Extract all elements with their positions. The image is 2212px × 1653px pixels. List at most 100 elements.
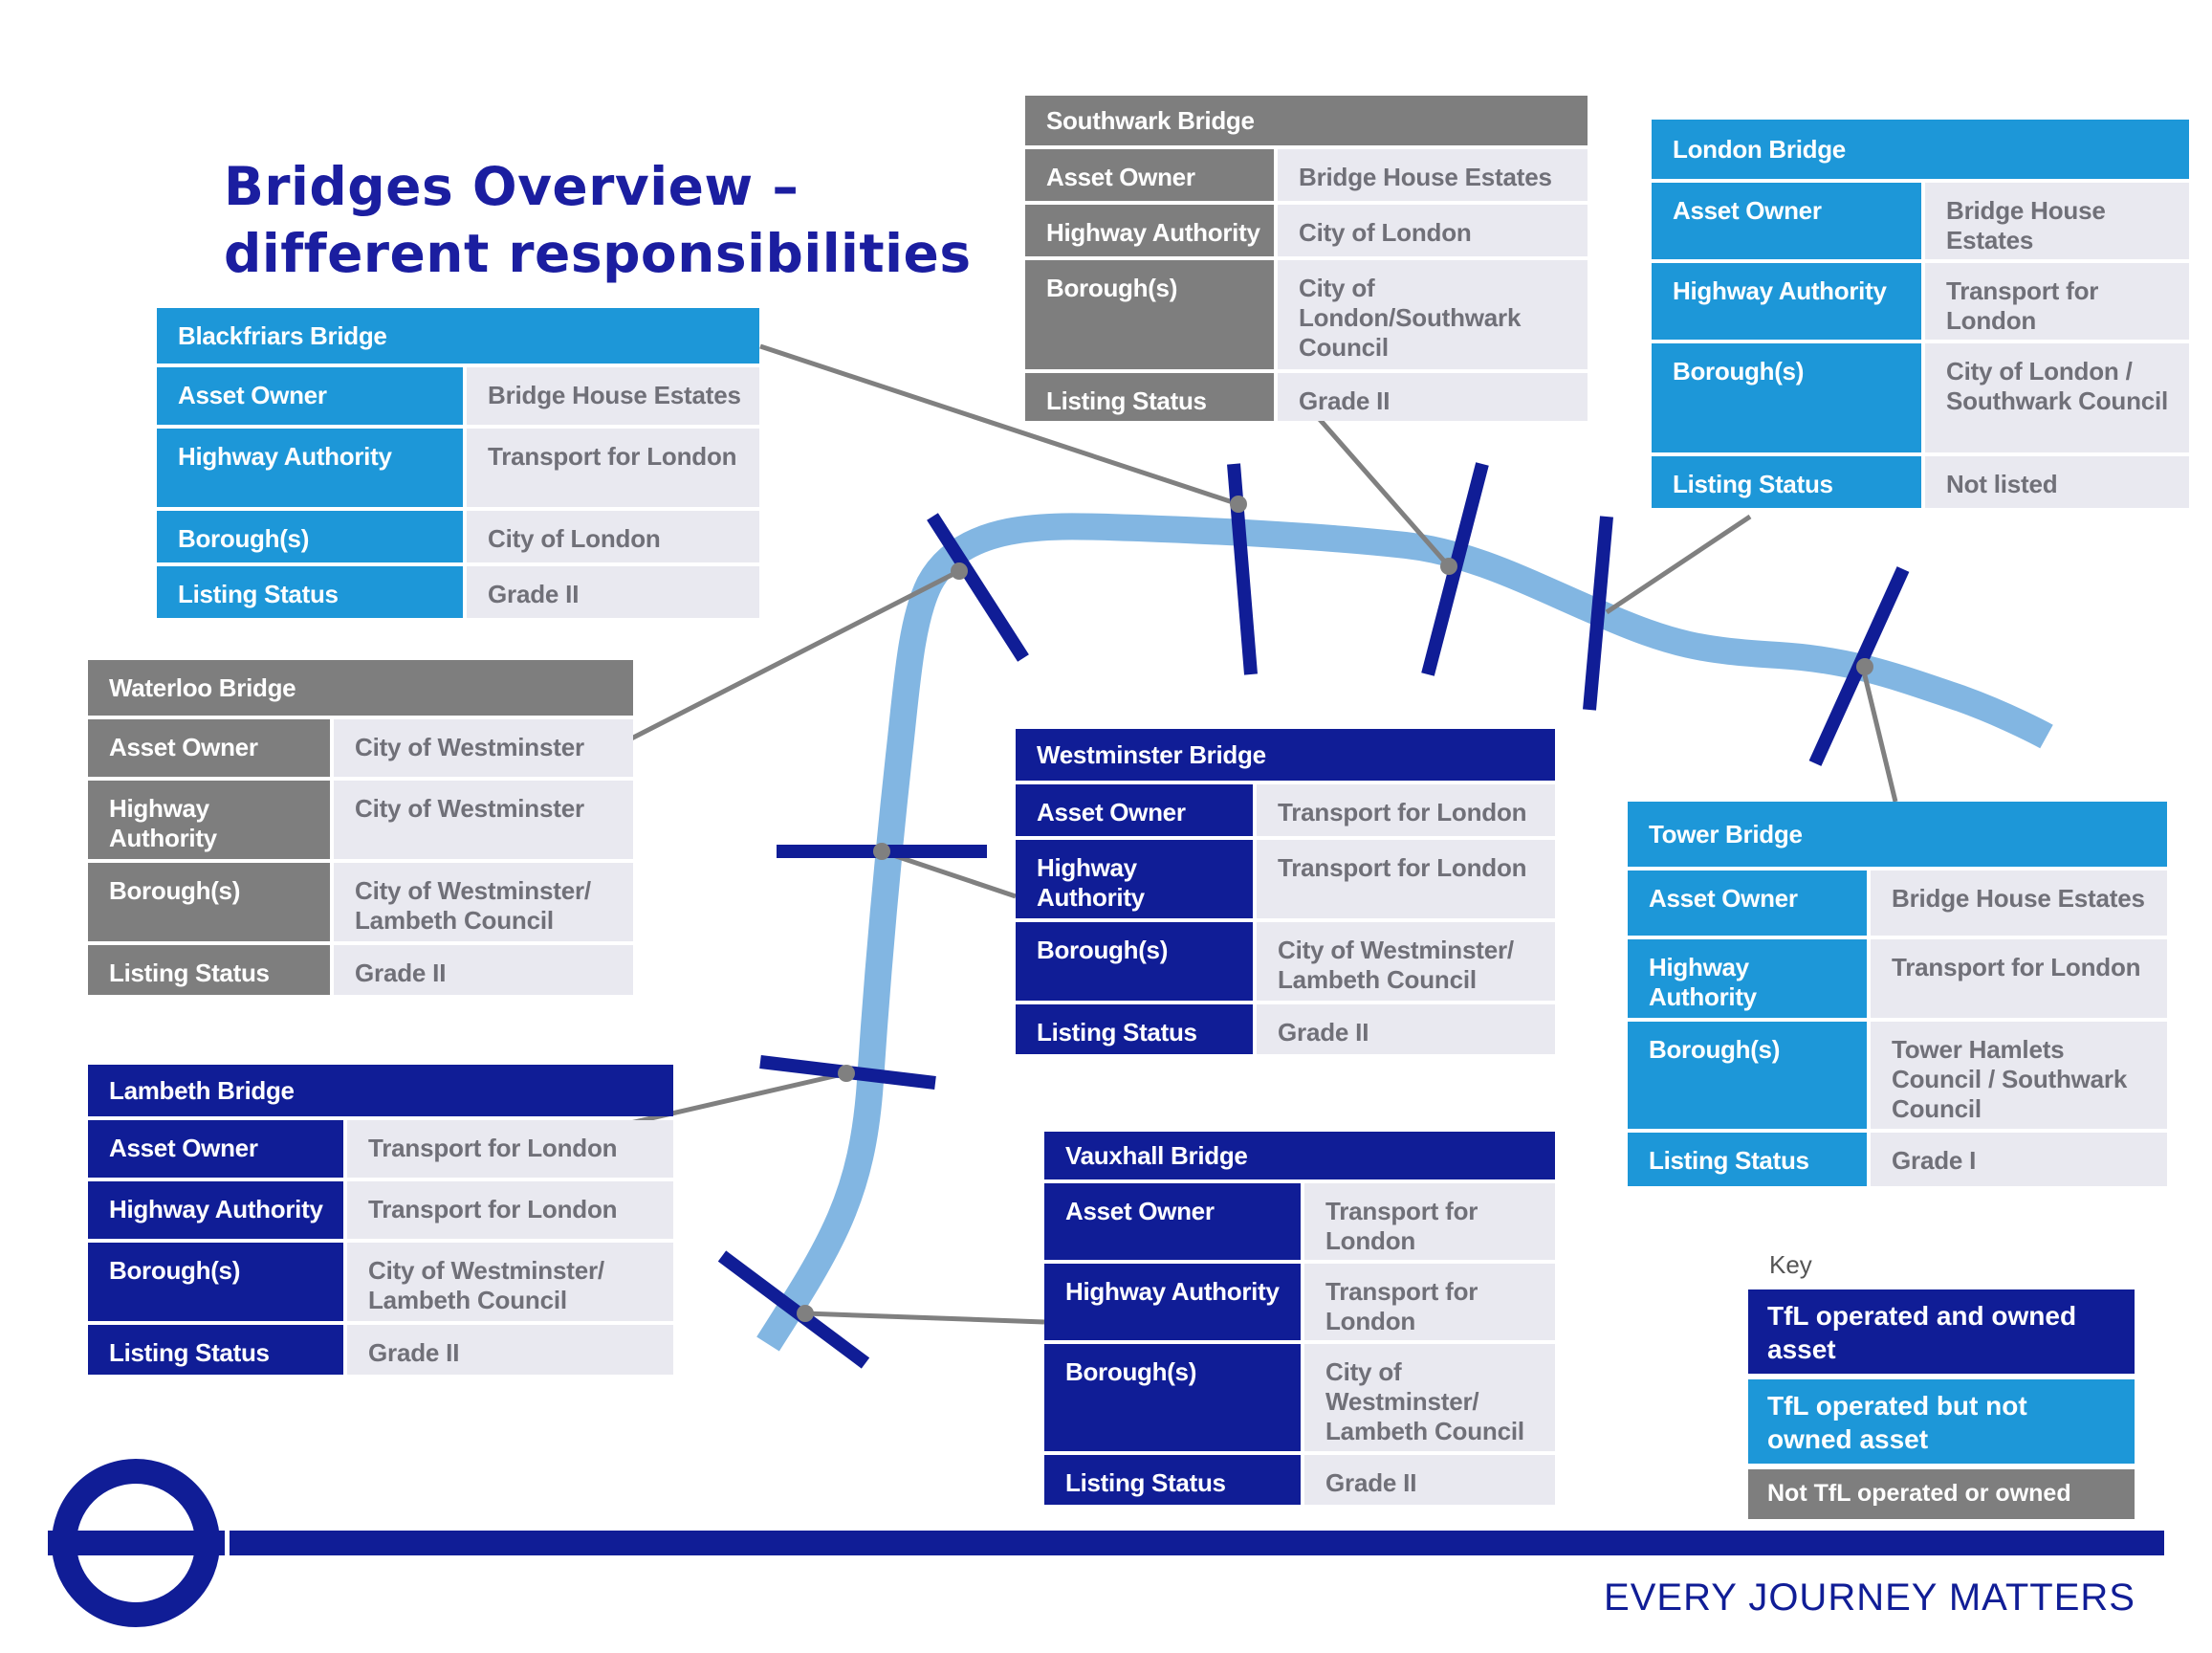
value-listing-status: Grade II xyxy=(1278,373,1588,421)
value-boroughs: City of London xyxy=(467,511,759,562)
value-boroughs: City of London/Southwark Council xyxy=(1278,260,1588,369)
junction-dot-waterloo xyxy=(951,562,968,580)
label-boroughs: Borough(s) xyxy=(88,1243,343,1321)
bridge-marker-blackfriars xyxy=(1227,463,1258,675)
junction-dot-southwark xyxy=(1440,558,1457,575)
value-listing-status: Grade I xyxy=(1871,1133,2167,1186)
value-highway-authority: Transport for London xyxy=(347,1181,673,1239)
label-listing-status: Listing Status xyxy=(1016,1004,1253,1054)
value-listing-status: Grade II xyxy=(467,566,759,618)
label-highway-authority: Highway Authority xyxy=(1652,263,1921,340)
connector-blackfriars xyxy=(759,343,1239,507)
label-listing-status: Listing Status xyxy=(1044,1455,1301,1505)
label-highway-authority: Highway Authority xyxy=(1628,939,1867,1018)
value-asset-owner: Bridge House Estates xyxy=(467,367,759,425)
value-listing-status: Grade II xyxy=(1304,1455,1555,1505)
label-asset-owner: Asset Owner xyxy=(88,719,330,777)
value-highway-authority: Transport for London xyxy=(1304,1264,1555,1340)
bridge-marker-waterloo xyxy=(927,513,1029,662)
title-line-2: different responsibilities xyxy=(224,223,972,284)
label-listing-status: Listing Status xyxy=(1628,1133,1867,1186)
junction-dot-blackfriars xyxy=(1230,496,1247,513)
key-tfl-owned: TfL operated and owned asset xyxy=(1748,1289,2135,1374)
card-title: Lambeth Bridge xyxy=(88,1065,673,1116)
label-boroughs: Borough(s) xyxy=(1652,343,1921,452)
junction-dot-vauxhall xyxy=(797,1305,814,1322)
label-listing-status: Listing Status xyxy=(157,566,463,618)
label-boroughs: Borough(s) xyxy=(157,511,463,562)
label-highway-authority: Highway Authority xyxy=(88,1181,343,1239)
value-listing-status: Grade II xyxy=(1257,1004,1555,1054)
label-listing-status: Listing Status xyxy=(88,1325,343,1375)
value-asset-owner: Bridge House Estates xyxy=(1925,183,2189,259)
card-title: Blackfriars Bridge xyxy=(157,308,759,364)
bridge-marker-vauxhall xyxy=(717,1250,870,1369)
label-highway-authority: Highway Authority xyxy=(1016,840,1253,918)
label-asset-owner: Asset Owner xyxy=(1025,149,1274,201)
card-blackfriars-bridge: Blackfriars Bridge Asset Owner Bridge Ho… xyxy=(157,308,759,618)
value-highway-authority: Transport for London xyxy=(1925,263,2189,340)
value-asset-owner: Transport for London xyxy=(1304,1183,1555,1260)
roundel-logo xyxy=(48,1459,225,1627)
card-vauxhall-bridge: Vauxhall Bridge Asset Owner Transport fo… xyxy=(1044,1132,1555,1505)
label-asset-owner: Asset Owner xyxy=(1044,1183,1301,1260)
label-highway-authority: Highway Authority xyxy=(1025,205,1274,256)
label-listing-status: Listing Status xyxy=(88,945,330,995)
label-asset-owner: Asset Owner xyxy=(1652,183,1921,259)
value-asset-owner: Transport for London xyxy=(1257,784,1555,836)
value-boroughs: City of Westminster/ Lambeth Council xyxy=(347,1243,673,1321)
card-title: Vauxhall Bridge xyxy=(1044,1132,1555,1179)
value-asset-owner: Bridge House Estates xyxy=(1278,149,1588,201)
value-listing-status: Not listed xyxy=(1925,456,2189,508)
card-title: Waterloo Bridge xyxy=(88,660,633,716)
connector-tower xyxy=(1860,667,1898,803)
key-tfl-not-owned: TfL operated but not owned asset xyxy=(1748,1379,2135,1464)
card-title: Southwark Bridge xyxy=(1025,96,1588,145)
label-listing-status: Listing Status xyxy=(1652,456,1921,508)
tagline: EVERY JOURNEY MATTERS xyxy=(1604,1576,2135,1619)
value-asset-owner: Transport for London xyxy=(347,1120,673,1178)
label-asset-owner: Asset Owner xyxy=(157,367,463,425)
card-title: Tower Bridge xyxy=(1628,802,2167,867)
card-title: London Bridge xyxy=(1652,120,2189,179)
page-title: Bridges Overview – different responsibil… xyxy=(224,153,972,287)
label-asset-owner: Asset Owner xyxy=(1628,871,1867,936)
card-title: Westminster Bridge xyxy=(1016,729,1555,781)
label-listing-status: Listing Status xyxy=(1025,373,1274,421)
label-boroughs: Borough(s) xyxy=(88,863,330,941)
label-highway-authority: Highway Authority xyxy=(88,781,330,859)
card-lambeth-bridge: Lambeth Bridge Asset Owner Transport for… xyxy=(88,1065,673,1375)
key-not-tfl: Not TfL operated or owned xyxy=(1748,1469,2135,1519)
footer-bar xyxy=(230,1531,2164,1555)
value-listing-status: Grade II xyxy=(334,945,633,995)
label-asset-owner: Asset Owner xyxy=(88,1120,343,1178)
label-boroughs: Borough(s) xyxy=(1025,260,1274,369)
label-boroughs: Borough(s) xyxy=(1044,1344,1301,1451)
value-boroughs: City of London / Southwark Council xyxy=(1925,343,2189,452)
label-boroughs: Borough(s) xyxy=(1016,922,1253,1001)
card-london-bridge: London Bridge Asset Owner Bridge House E… xyxy=(1652,120,2189,508)
bridge-marker-london xyxy=(1583,516,1613,711)
value-asset-owner: Bridge House Estates xyxy=(1871,871,2167,936)
card-southwark-bridge: Southwark Bridge Asset Owner Bridge Hous… xyxy=(1025,96,1588,421)
value-highway-authority: Transport for London xyxy=(1871,939,2167,1018)
label-highway-authority: Highway Authority xyxy=(157,429,463,507)
key-title: Key xyxy=(1769,1250,1812,1279)
value-highway-authority: City of London xyxy=(1278,205,1588,256)
connector-vauxhall xyxy=(804,1311,1045,1325)
connector-waterloo xyxy=(596,568,961,759)
river-thames xyxy=(756,513,2053,1352)
card-waterloo-bridge: Waterloo Bridge Asset Owner City of West… xyxy=(88,660,633,995)
label-boroughs: Borough(s) xyxy=(1628,1022,1867,1129)
title-line-1: Bridges Overview – xyxy=(224,156,799,217)
junction-dot-tower xyxy=(1856,658,1873,675)
junction-dot-westminster xyxy=(873,843,890,860)
value-listing-status: Grade II xyxy=(347,1325,673,1375)
label-asset-owner: Asset Owner xyxy=(1016,784,1253,836)
value-boroughs: Tower Hamlets Council / Southwark Counci… xyxy=(1871,1022,2167,1129)
value-highway-authority: Transport for London xyxy=(1257,840,1555,918)
value-highway-authority: Transport for London xyxy=(467,429,759,507)
label-highway-authority: Highway Authority xyxy=(1044,1264,1301,1340)
value-boroughs: City of Westminster/ Lambeth Council xyxy=(1257,922,1555,1001)
